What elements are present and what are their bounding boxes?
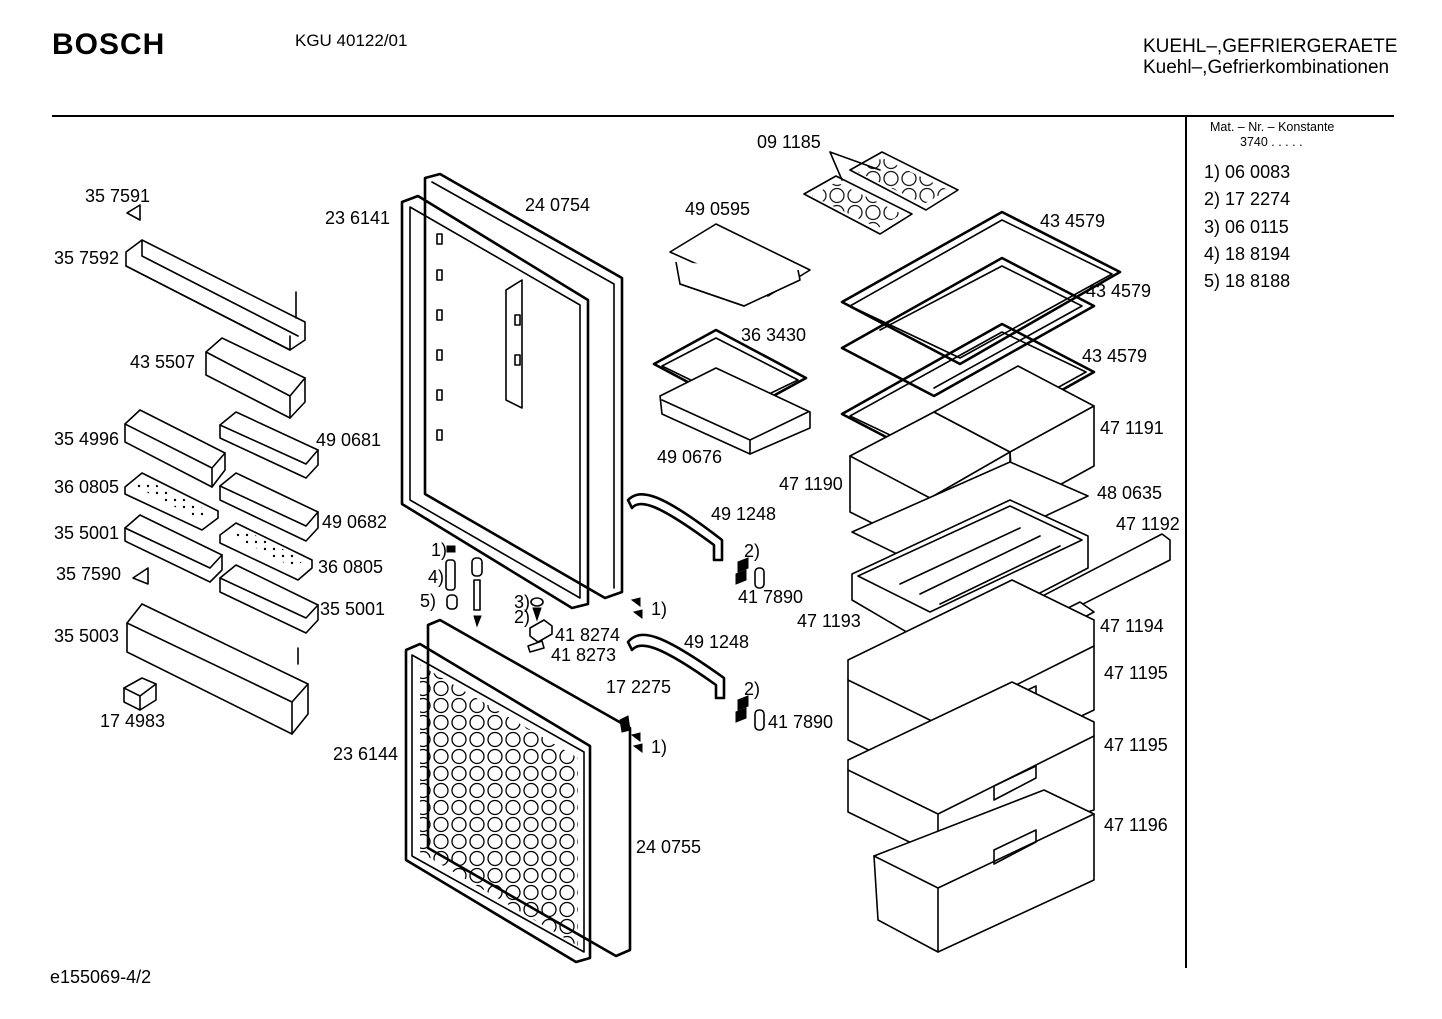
part-label-355001-right: 35 5001: [320, 599, 386, 619]
part-label-240755: 24 0755: [636, 837, 702, 857]
part-label-marker-2: 2): [514, 607, 531, 627]
side-panel-constant: 3740 . . . . .: [1240, 135, 1303, 149]
list-item: 4) 18 8194: [1204, 244, 1291, 264]
freezer-drawer-471196: [873, 789, 1095, 953]
list-item: 5) 18 8188: [1204, 271, 1291, 291]
part-label-360805-right: 36 0805: [318, 557, 384, 577]
part-label-172275: 17 2275: [606, 677, 672, 697]
part-label-240754: 24 0754: [525, 195, 591, 215]
part-label-marker-3: 3): [514, 592, 531, 612]
part-label-434579-1: 43 4579: [1040, 211, 1106, 231]
door-shelf-355001-left: [124, 514, 223, 583]
part-label-marker-2-bottom: 2): [744, 679, 761, 699]
part-label-355003: 35 5003: [54, 626, 120, 646]
part-label-417890-bottom: 41 7890: [768, 712, 834, 732]
part-label-marker-1: 1): [431, 540, 448, 560]
part-label-480635: 48 0635: [1097, 483, 1163, 503]
list-item: 3) 06 0115: [1204, 217, 1289, 237]
part-label-091185: 09 1185: [757, 132, 821, 152]
fridge-door-240754: [423, 172, 624, 600]
part-label-marker-5: 5): [420, 591, 437, 611]
glass-shelf-434579-1: [840, 210, 1122, 366]
part-label-357592: 35 7592: [54, 248, 120, 268]
list-item: 2) 17 2274: [1204, 189, 1291, 209]
bottle-shelf-355003: [126, 603, 309, 735]
part-label-354996: 35 4996: [54, 429, 120, 449]
door-shelf-490682: [219, 472, 319, 542]
screw-2-bottom: [735, 695, 749, 723]
tray-490595: [669, 223, 811, 307]
drawer-490676: [659, 367, 811, 455]
header-rule: [52, 115, 1394, 117]
part-label-363430: 36 3430: [741, 325, 807, 345]
freezer-drawer-471193: [851, 499, 1089, 649]
part-label-434579-3: 43 4579: [1082, 346, 1148, 366]
part-label-435507: 43 5507: [130, 352, 196, 372]
door-seal-236141: [400, 194, 590, 610]
part-label-418274: 41 8274: [555, 625, 621, 645]
part-label-490676: 49 0676: [657, 447, 723, 467]
part-label-471195-2: 47 1195: [1104, 735, 1168, 755]
part-label-491248-bottom: 49 1248: [684, 632, 750, 652]
part-label-471193: 47 1193: [797, 611, 861, 631]
part-label-491248-top: 49 1248: [711, 504, 777, 524]
list-item: 1) 06 0083: [1204, 162, 1291, 182]
category-title: KUEHL–,GEFRIERGERAETE Kuehl–,Gefrierkomb…: [1143, 36, 1397, 78]
hinge-parts: [445, 545, 643, 753]
shelf-insert-360805-right: [219, 522, 313, 581]
model-number: KGU 40122/01: [295, 31, 408, 50]
part-label-marker-4: 4): [428, 567, 445, 587]
part-label-236144: 23 6144: [333, 744, 399, 764]
side-panel-title: Mat. – Nr. – Konstante: [1210, 120, 1335, 134]
shelf-clip-357590: [132, 567, 149, 585]
part-label-434579-2: 43 4579: [1086, 281, 1152, 301]
part-label-471196: 47 1196: [1104, 815, 1168, 835]
part-label-418273: 41 8273: [551, 645, 617, 665]
part-label-490682: 49 0682: [322, 512, 388, 532]
category-line-2: Kuehl–,Gefrierkombinationen: [1143, 57, 1390, 78]
handle-491248-bottom: [626, 633, 726, 700]
part-label-471195-1: 47 1195: [1104, 663, 1168, 683]
butter-box-435507: [205, 337, 306, 419]
freezer-seal-236144: [404, 642, 592, 964]
part-label-236141: 23 6141: [325, 208, 391, 228]
part-label-marker-2-top: 2): [744, 541, 761, 561]
brand-logo: BOSCH: [52, 28, 166, 61]
part-label-471194: 47 1194: [1100, 616, 1164, 636]
part-label-357591: 35 7591: [85, 186, 151, 206]
part-label-marker-1-top: 1): [651, 599, 668, 619]
part-label-360805: 36 0805: [54, 477, 120, 497]
clip-174983: [123, 677, 157, 711]
part-label-490595: 49 0595: [685, 199, 751, 219]
part-label-471190: 47 1190: [779, 474, 843, 494]
drawing-id: e155069-4/2: [50, 967, 152, 987]
side-panel-divider: [1185, 116, 1187, 968]
part-label-174983: 17 4983: [100, 711, 166, 731]
door-shelf-355001-right: [219, 564, 319, 634]
glass-shelf-434579-2: [840, 256, 1096, 398]
part-label-417890-top: 41 7890: [738, 587, 804, 607]
ice-trays-091185: [803, 151, 959, 235]
cap-417890-bottom: [754, 709, 765, 731]
crisper-471191: [933, 365, 1095, 511]
category-line-1: KUEHL–,GEFRIERGERAETE: [1143, 36, 1398, 57]
part-label-471191: 47 1191: [1100, 418, 1164, 438]
door-shelf-354996: [124, 409, 226, 488]
screw-2-top: [735, 557, 749, 585]
shelf-insert-360805: [124, 472, 219, 531]
cap-417890-top: [754, 567, 765, 589]
part-label-357590: 35 7590: [56, 564, 122, 584]
handle-491248-top: [626, 493, 724, 562]
shelf-clip-357591: [126, 204, 141, 221]
part-label-355001: 35 5001: [54, 523, 120, 543]
part-label-490681: 49 0681: [316, 430, 382, 450]
door-shelf-357592: [125, 239, 306, 351]
part-label-471192: 47 1192: [1116, 514, 1180, 534]
door-shelf-490681: [219, 411, 319, 479]
part-label-marker-1-bottom: 1): [651, 737, 668, 757]
leader-091185: [829, 151, 881, 181]
